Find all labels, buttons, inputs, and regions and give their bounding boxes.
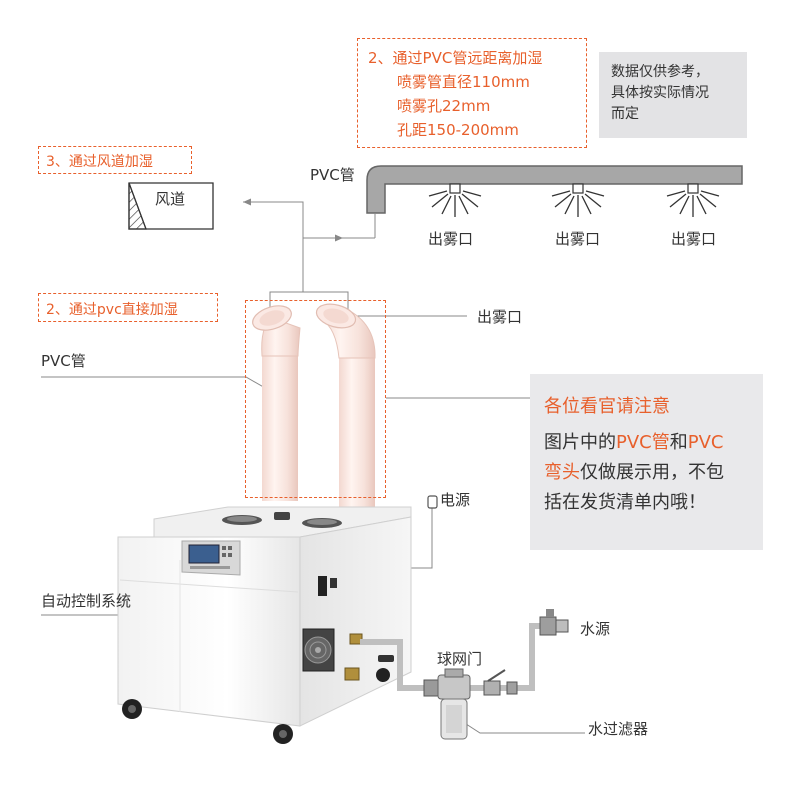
- duct-label: 风道: [155, 190, 186, 208]
- spray-nozzle-2: [551, 183, 605, 217]
- long-pvc-pipe: [343, 165, 743, 239]
- reference-note-line-2: 具体按实际情况: [611, 85, 709, 101]
- notice-body: 图片中的PVC管和PVC 弯头仅做展示用，不包 括在发货清单内哦！: [544, 428, 749, 518]
- long-pvc-heading: 2、通过PVC管远距离加湿: [368, 49, 543, 67]
- elbow-pvc-pipes: [252, 303, 376, 521]
- notice-elbow: 弯头: [544, 462, 580, 483]
- long-pvc-info-box: [357, 38, 587, 148]
- water-source-label: 水源: [580, 620, 611, 638]
- duct-mode-box: [38, 146, 192, 174]
- hole-spacing: 孔距150-200mm: [397, 121, 519, 139]
- mist-outlet-label-1: 出雾口: [428, 230, 474, 248]
- notice-line2-b: 仅做展示用，不包: [580, 462, 724, 483]
- mist-outlet-label-3: 出雾口: [671, 230, 717, 248]
- power-plug: [427, 495, 438, 509]
- notice-box: 各位看官请注意 图片中的PVC管和PVC 弯头仅做展示用，不包 括在发货清单内哦…: [530, 374, 763, 550]
- spray-hole-size: 喷雾孔22mm: [397, 97, 491, 115]
- mist-outlet-label-2: 出雾口: [555, 230, 601, 248]
- reference-note: 数据仅供参考， 具体按实际情况 而定: [599, 52, 747, 138]
- power-label: 电源: [440, 491, 471, 509]
- spray-nozzle-3: [666, 183, 720, 217]
- reference-note-line-3: 而定: [611, 106, 639, 122]
- spray-nozzle-1: [428, 183, 482, 217]
- long-pipe-label: PVC管: [310, 166, 355, 184]
- humidifier-unit: [117, 506, 412, 744]
- ball-valve-label: 球网门: [437, 650, 483, 668]
- notice-pvc: PVC: [687, 432, 724, 453]
- water-supply-assembly: [360, 609, 569, 740]
- auto-control-label: 自动控制系统: [41, 592, 132, 610]
- notice-title: 各位看官请注意: [544, 396, 670, 417]
- notice-line1-and: 和: [669, 432, 688, 453]
- notice-line1-a: 图片中的: [544, 432, 616, 453]
- notice-line3: 括在发货清单内哦！: [544, 492, 706, 513]
- water-filter-label: 水过滤器: [588, 720, 649, 738]
- notice-pvc-pipe: PVC管: [616, 432, 670, 453]
- pvc-pipe-label: PVC管: [41, 352, 86, 370]
- reference-note-line-1: 数据仅供参考，: [611, 64, 709, 80]
- spray-pipe-diameter: 喷雾管直径110mm: [397, 73, 530, 91]
- long-pvc-info: 2、通过PVC管远距离加湿 喷雾管直径110mm 喷雾孔22mm 孔距150-2…: [368, 46, 542, 142]
- direct-pvc-heading: 2、通过pvc直接加湿: [46, 302, 178, 318]
- duct-mode-heading: 3、通过风道加湿: [46, 154, 153, 170]
- elbow-pipes-box: [245, 300, 386, 498]
- elbow-outlet-label: 出雾口: [477, 308, 523, 326]
- direct-pvc-mode-box: [38, 293, 218, 322]
- air-duct-box: [128, 182, 214, 230]
